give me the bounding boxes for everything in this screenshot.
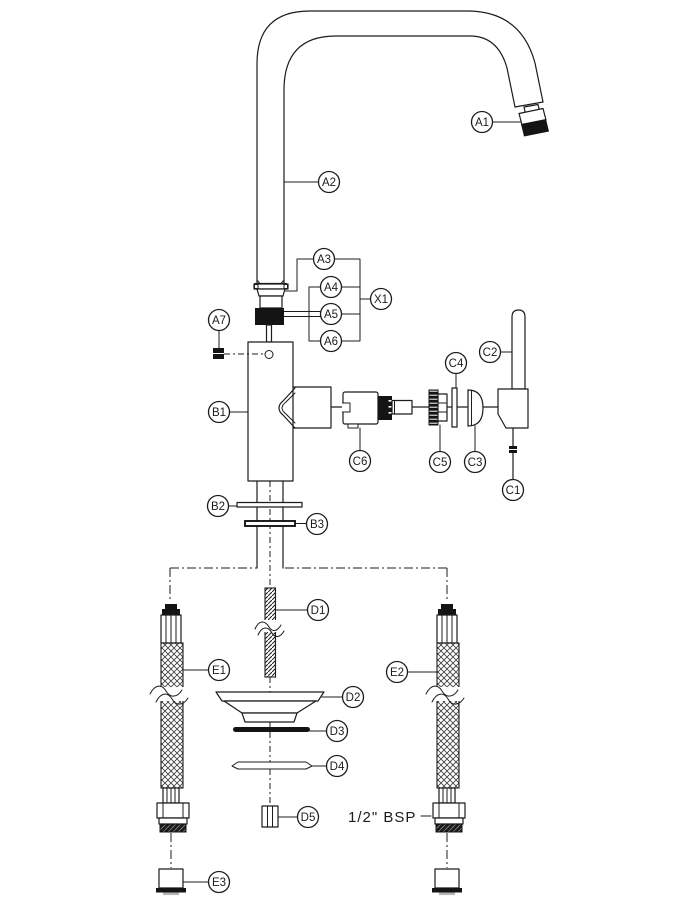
callout-d1: D1 [275, 598, 330, 622]
base-washer-b2 [236, 501, 303, 508]
handle-body [497, 388, 529, 429]
threaded-rod [254, 587, 285, 678]
callout-d5-label: D5 [301, 812, 316, 824]
callout-d2-label: D2 [346, 692, 361, 704]
callout-a5: A5 [283, 302, 343, 326]
callout-c1: C1 [501, 478, 525, 502]
callout-a3-label: A3 [317, 254, 331, 266]
callout-b2: B2 [206, 494, 238, 518]
callout-x1-label: X1 [374, 294, 388, 306]
callout-b3: B3 [294, 512, 329, 536]
callout-e3-label: E3 [212, 877, 226, 889]
callout-c2-label: C2 [483, 347, 498, 359]
bsp-note-text: 1/2" BSP [348, 809, 416, 826]
spout-tail-stack [253, 282, 289, 343]
base-gasket-b3 [244, 520, 296, 527]
bsp-note: 1/2" BSP [348, 809, 432, 826]
callout-e1-label: E1 [212, 665, 226, 677]
callout-b2-label: B2 [211, 501, 225, 513]
dome-cap [467, 389, 484, 427]
handle [497, 309, 529, 481]
callout-a4-label: A4 [324, 282, 339, 294]
callout-c4: C4 [444, 351, 468, 389]
cartridge-spline [378, 396, 392, 420]
setscrew-hole [264, 350, 274, 359]
retaining-ring [428, 389, 448, 426]
callout-c6: C6 [348, 427, 372, 473]
callout-d3-label: D3 [330, 726, 345, 738]
rubber-gasket [233, 727, 310, 732]
center-lines [169, 481, 448, 868]
adapter-right [432, 868, 462, 896]
callout-d4: D4 [311, 754, 349, 778]
mounting-nut [261, 805, 279, 828]
callout-a1-label: A1 [475, 117, 489, 129]
callout-a6: A6 [319, 329, 343, 353]
callout-c5: C5 [428, 424, 452, 474]
spout-stem [265, 324, 273, 343]
adapter-left [156, 868, 186, 896]
callout-b3-label: B3 [310, 519, 324, 531]
callout-c6-label: C6 [353, 456, 368, 468]
callout-e1: E1 [182, 658, 231, 682]
base-plate [231, 761, 313, 770]
callout-c4-label: C4 [449, 358, 464, 370]
callout-c1-label: C1 [506, 485, 521, 497]
callout-a5-label: A5 [324, 309, 338, 321]
callout-c2: C2 [478, 340, 513, 364]
callout-a2: A2 [283, 170, 341, 194]
callout-b1: B1 [207, 400, 249, 424]
callout-d3: D3 [309, 719, 349, 743]
callout-brackets [308, 258, 371, 342]
callout-a3: A3 [284, 247, 336, 292]
callout-d5: D5 [277, 805, 320, 829]
callout-a7-label: A7 [212, 315, 226, 327]
callout-e2-label: E2 [390, 667, 404, 679]
hose-left [149, 604, 190, 833]
mounting-flange [215, 691, 325, 723]
callout-e3: E3 [182, 870, 231, 894]
aerator [518, 103, 549, 137]
callout-a2-label: A2 [322, 177, 336, 189]
callout-d4-label: D4 [330, 761, 345, 773]
callout-a1: A1 [470, 110, 522, 134]
hose-right [425, 604, 466, 833]
callout-a7: A7 [207, 308, 231, 349]
callout-b1-label: B1 [212, 407, 226, 419]
callout-d1-label: D1 [311, 605, 326, 617]
cartridge-stem [391, 399, 413, 415]
spout [256, 10, 544, 285]
callout-e2: E2 [385, 660, 438, 684]
callout-d2: D2 [321, 685, 365, 709]
callout-a6-label: A6 [324, 336, 338, 348]
spout-thread-a5 [255, 308, 284, 325]
callout-a4: A4 [319, 275, 343, 299]
callout-x1: X1 [369, 287, 393, 311]
callout-c3-label: C3 [468, 457, 483, 469]
washer-c4 [451, 387, 458, 428]
handle-lever [511, 309, 526, 390]
set-screw [213, 348, 224, 359]
cartridge [330, 391, 499, 429]
callout-c3: C3 [463, 425, 487, 474]
callout-c5-label: C5 [433, 457, 448, 469]
